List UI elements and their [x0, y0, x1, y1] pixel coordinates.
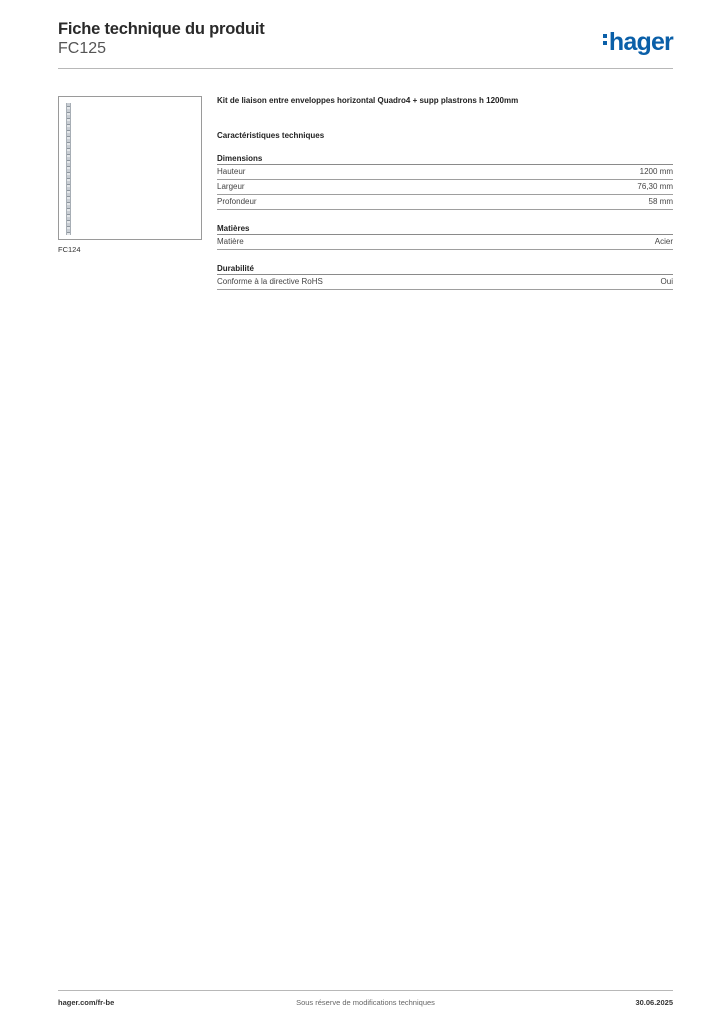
- spec-value: Oui: [660, 277, 673, 286]
- logo-text: hager: [608, 28, 674, 56]
- spec-label: Conforme à la directive RoHS: [217, 277, 323, 286]
- product-description: Kit de liaison entre enveloppes horizont…: [217, 96, 519, 105]
- header-divider: [58, 68, 673, 69]
- spec-row-hauteur: Hauteur 1200 mm: [217, 165, 673, 180]
- logo-colon-icon: [602, 34, 607, 48]
- spec-row-matiere: Matière Acier: [217, 235, 673, 250]
- footer-date: 30.06.2025: [635, 998, 673, 1007]
- spec-group-title-matieres: Matières: [217, 224, 673, 235]
- spec-label: Matière: [217, 237, 244, 246]
- spec-group-title-dimensions: Dimensions: [217, 154, 673, 165]
- spec-label: Hauteur: [217, 167, 246, 176]
- specs-section-title: Caractéristiques techniques: [217, 131, 325, 140]
- spec-value: 1200 mm: [639, 167, 673, 176]
- spec-label: Profondeur: [217, 197, 257, 206]
- product-image: [58, 96, 202, 240]
- product-image-caption: FC124: [58, 245, 81, 254]
- product-content: Kit de liaison entre enveloppes horizont…: [217, 96, 673, 290]
- page-header: Fiche technique du produit FC125 hager: [58, 20, 674, 70]
- footer-website-link[interactable]: hager.com/fr-be: [58, 998, 115, 1007]
- footer-disclaimer: Sous réserve de modifications techniques: [296, 998, 435, 1007]
- spec-row-rohs: Conforme à la directive RoHS Oui: [217, 275, 673, 290]
- spec-row-profondeur: Profondeur 58 mm: [217, 195, 673, 210]
- page-footer: hager.com/fr-be Sous réserve de modifica…: [58, 998, 673, 1010]
- footer-divider: [58, 990, 673, 991]
- spec-label: Largeur: [217, 182, 245, 191]
- spec-value: Acier: [654, 237, 673, 246]
- spec-value: 76,30 mm: [637, 182, 673, 191]
- product-code: FC125: [58, 40, 107, 57]
- spec-group-title-durabilite: Durabilité: [217, 264, 673, 275]
- page-title: Fiche technique du produit: [58, 20, 265, 38]
- hager-logo: hager: [602, 28, 674, 57]
- rail-product-icon: [66, 103, 71, 235]
- spec-value: 58 mm: [648, 197, 673, 206]
- spec-row-largeur: Largeur 76,30 mm: [217, 180, 673, 195]
